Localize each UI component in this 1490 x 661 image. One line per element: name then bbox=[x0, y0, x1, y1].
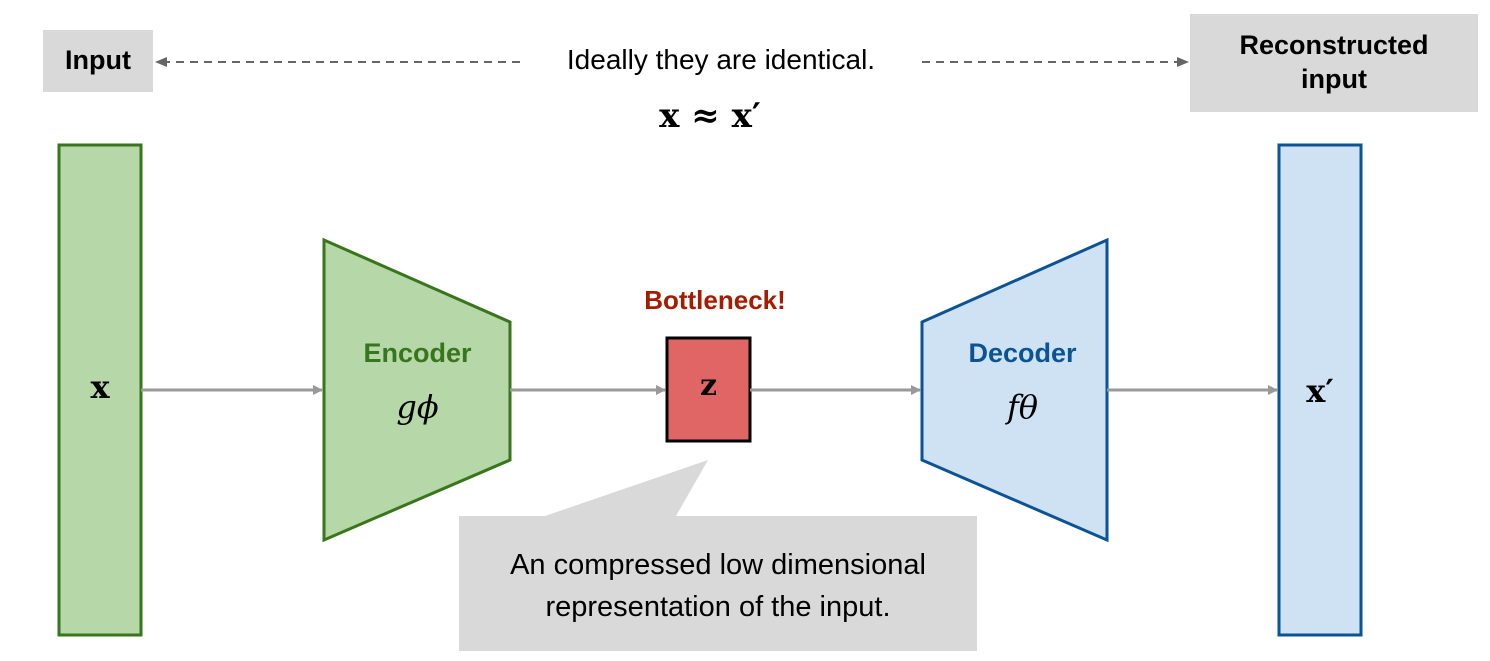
z-box bbox=[665, 336, 752, 443]
input-bar bbox=[57, 143, 143, 637]
decoder-name-text: Decoder bbox=[968, 338, 1077, 368]
decoder-name: Decoder bbox=[930, 338, 1115, 369]
reconstructed-input-label-text: Reconstructed input bbox=[1239, 30, 1429, 94]
encoder-function-text: gϕ bbox=[396, 388, 439, 426]
approx-equation: x ≈ x′ bbox=[600, 96, 820, 136]
input-x-text: x bbox=[90, 368, 110, 406]
callout-bubble bbox=[459, 460, 977, 651]
output-x-prime-text: x′ bbox=[1306, 372, 1334, 410]
bottleneck-label: Bottleneck! bbox=[600, 285, 830, 316]
bottleneck-label-text: Bottleneck! bbox=[644, 285, 786, 315]
output-x-prime-symbol: x′ bbox=[1279, 372, 1361, 410]
callout-text: An compressed low dimensional representa… bbox=[470, 544, 966, 628]
reconstructed-input-label: Reconstructed input bbox=[1190, 14, 1478, 112]
decoder-function: fθ bbox=[930, 388, 1115, 426]
z-symbol: z bbox=[667, 368, 750, 403]
z-text: z bbox=[699, 368, 718, 403]
callout-text-content: An compressed low dimensional representa… bbox=[510, 549, 926, 624]
encoder-name: Encoder bbox=[330, 338, 505, 369]
input-x-symbol: x bbox=[59, 368, 141, 406]
encoder-shape bbox=[322, 237, 512, 543]
decoder-function-text: fθ bbox=[1006, 388, 1039, 426]
output-bar bbox=[1277, 143, 1363, 637]
approx-equation-text: x ≈ x′ bbox=[659, 96, 761, 136]
encoder-name-text: Encoder bbox=[363, 338, 472, 368]
ideal-caption-text: Ideally they are identical. bbox=[566, 44, 876, 75]
ideal-caption: Ideally they are identical. bbox=[522, 44, 920, 76]
input-label: Input bbox=[43, 30, 153, 92]
decoder-shape bbox=[920, 237, 1109, 543]
input-label-text: Input bbox=[65, 45, 131, 76]
encoder-function: gϕ bbox=[330, 388, 505, 426]
